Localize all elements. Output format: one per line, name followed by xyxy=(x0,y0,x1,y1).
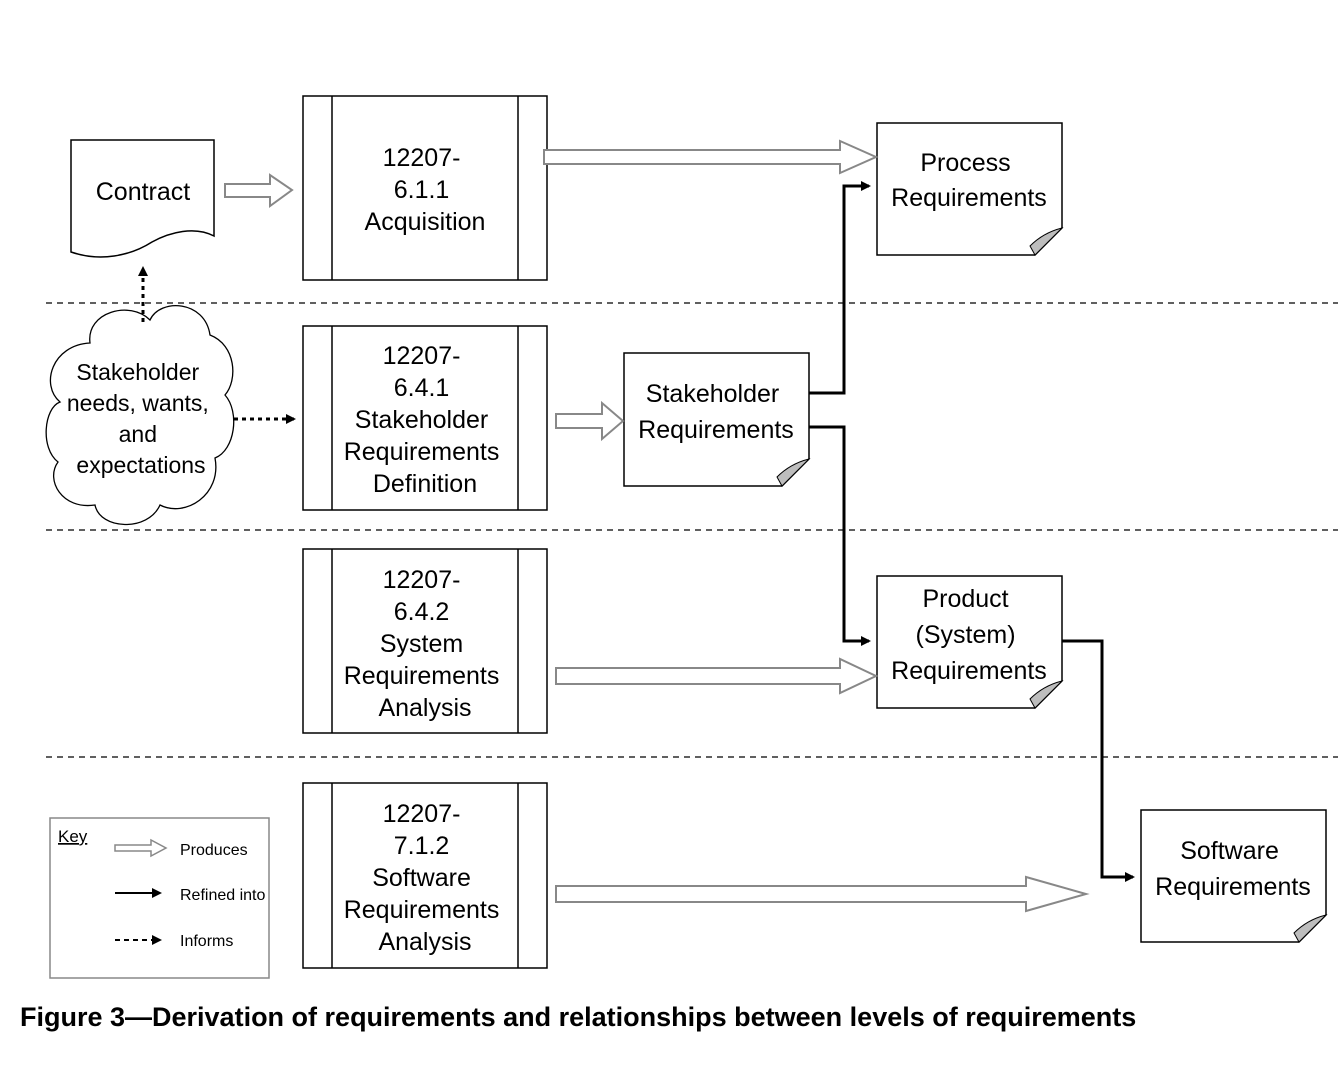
process-box-software-analysis: 12207- 7.1.2 Software Requirements Analy… xyxy=(302,782,548,969)
process-box-acquisition: 12207- 6.1.1 Acquisition xyxy=(302,95,548,281)
produces-arrows xyxy=(224,139,1090,913)
document-label-line: Stakeholder xyxy=(646,380,779,408)
process-label-line: 12207- xyxy=(383,566,461,594)
process-label-line: Requirements xyxy=(344,896,500,924)
cloud-label-line: expectations xyxy=(76,452,205,478)
document-label-line: Requirements xyxy=(891,184,1047,212)
refined-arrow-product-to-software xyxy=(1062,639,1135,882)
process-label-line: 12207- xyxy=(383,144,461,172)
produces-arrow-contract-to-acquisition xyxy=(224,173,294,208)
svg-text:12207- 6.1.1 Acqui: 12207- 6.1.1 Acquisition xyxy=(365,144,486,236)
legend-refined-label: Refined into xyxy=(180,887,265,904)
process-label-line: 7.1.2 xyxy=(394,832,450,860)
legend-produces-label: Produces xyxy=(180,842,248,859)
process-label-line: Software xyxy=(372,864,471,892)
produces-arrow-acquisition-to-process xyxy=(543,139,879,175)
document-label-line: Process xyxy=(920,149,1010,177)
svg-text:Stakeholder Requirements: Stakeholder Requirements xyxy=(638,380,794,444)
process-label-line: 12207- xyxy=(383,800,461,828)
stakeholder-requirements-document: Stakeholder Requirements xyxy=(623,352,811,487)
figure-caption: Figure 3—Derivation of requirements and … xyxy=(20,1002,1137,1032)
process-label-line: 12207- xyxy=(383,342,461,370)
document-label-line: Requirements xyxy=(891,657,1047,685)
process-label-line: 6.4.1 xyxy=(394,374,450,402)
process-requirements-document: Process Requirements xyxy=(876,122,1064,256)
document-label-line: Requirements xyxy=(1155,873,1311,901)
refined-into-arrows xyxy=(809,181,1135,882)
document-label-line: Product xyxy=(922,585,1008,613)
document-label-line: Requirements xyxy=(638,416,794,444)
process-box-system-analysis: 12207- 6.4.2 System Requirements Analysi… xyxy=(302,548,548,734)
cloud-label-line: Stakeholder xyxy=(76,359,199,385)
legend-informs-label: Informs xyxy=(180,933,233,950)
svg-text:Contract: Contract xyxy=(96,178,191,206)
svg-text:Stakeholder needs, wants: Stakeholder needs, wants, and expectatio… xyxy=(67,359,215,478)
refined-arrow-stakeholder-to-process xyxy=(809,181,871,395)
stakeholder-cloud: Stakeholder needs, wants, and expectatio… xyxy=(45,305,235,526)
cloud-label-line: and xyxy=(119,421,157,447)
legend: Key Produces Refined into Informs xyxy=(49,817,270,979)
produces-arrow-definition-to-stakeholder xyxy=(555,400,625,442)
process-label-line: 6.4.2 xyxy=(394,598,450,626)
process-label-line: Analysis xyxy=(378,694,471,722)
svg-text:12207- 6.4.1 Stake: 12207- 6.4.1 Stakeholder Requirements De… xyxy=(344,342,507,498)
refined-arrow-stakeholder-to-product xyxy=(809,425,871,646)
legend-produces-arrow xyxy=(114,838,168,858)
svg-text:Product (System) R: Product (System) Requirements xyxy=(891,585,1047,685)
informs-arrows xyxy=(138,266,296,424)
process-label-line: Stakeholder xyxy=(355,406,488,434)
process-label-line: 6.1.1 xyxy=(394,176,450,204)
contract-label: Contract xyxy=(96,178,191,206)
process-box-stakeholder-definition: 12207- 6.4.1 Stakeholder Requirements De… xyxy=(302,325,548,511)
produces-arrow-software-analysis-to-software xyxy=(555,875,1090,913)
svg-text:Process Requirements: Process Requirements xyxy=(891,149,1047,212)
process-label-line: Definition xyxy=(373,470,477,498)
process-label-line: Requirements xyxy=(344,438,500,466)
svg-text:Software Requirements: Software Requirements xyxy=(1155,837,1311,901)
document-label-line: Software xyxy=(1180,837,1279,865)
svg-text:12207- 6.4.2 Syste: 12207- 6.4.2 System Requirements Analysi… xyxy=(344,566,507,722)
produces-arrow-system-to-product xyxy=(555,657,879,695)
contract-document: Contract xyxy=(70,139,215,258)
legend-title: Key xyxy=(58,827,88,846)
document-label-line: (System) xyxy=(916,621,1016,649)
cloud-label-line: needs, wants, xyxy=(67,390,209,416)
process-label-line: Acquisition xyxy=(365,208,486,236)
process-label-line: Requirements xyxy=(344,662,500,690)
process-label-line: Analysis xyxy=(378,928,471,956)
process-label-line: System xyxy=(380,630,463,658)
product-requirements-document: Product (System) Requirements xyxy=(876,575,1064,709)
software-requirements-document: Software Requirements xyxy=(1140,809,1328,943)
svg-text:12207- 7.1.2 Softw: 12207- 7.1.2 Software Requirements Analy… xyxy=(344,800,507,956)
